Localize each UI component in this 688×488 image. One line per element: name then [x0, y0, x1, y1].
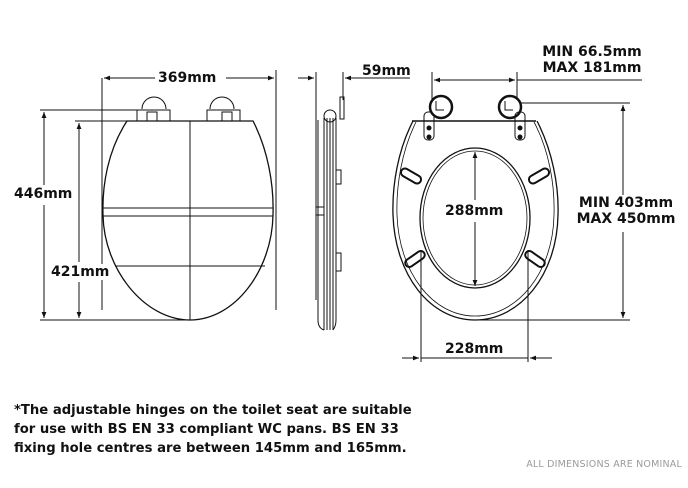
dim-adjustable-length-min: MIN 403mm: [578, 195, 674, 211]
dim-opening-length: 288mm: [443, 203, 506, 219]
nominal-dimensions-footer: ALL DIMENSIONS ARE NOMINAL: [526, 459, 682, 470]
dim-hinge-spacing: MIN 66.5mm MAX 181mm: [538, 44, 646, 76]
compliance-note: *The adjustable hinges on the toilet sea…: [14, 401, 454, 458]
note-line-2: for use with BS EN 33 compliant WC pans.…: [14, 422, 399, 437]
dim-adjustable-length: MIN 403mm MAX 450mm: [570, 195, 682, 227]
dim-opening-width: 228mm: [445, 341, 504, 357]
dim-front-width: 369mm: [156, 70, 219, 86]
dim-side-depth: 59mm: [362, 63, 411, 79]
dim-overall-height: 446mm: [12, 186, 75, 202]
dim-hinge-spacing-min: MIN 66.5mm: [542, 44, 642, 60]
dim-adjustable-length-max: MAX 450mm: [576, 211, 676, 227]
dim-hinge-spacing-max: MAX 181mm: [542, 60, 642, 76]
dim-seat-height: 421mm: [49, 264, 112, 280]
note-line-1: *The adjustable hinges on the toilet sea…: [14, 403, 412, 418]
note-line-3: fixing hole centres are between 145mm an…: [14, 441, 407, 456]
top-view: [392, 72, 642, 362]
side-view: [298, 72, 410, 331]
front-view: [40, 70, 277, 321]
